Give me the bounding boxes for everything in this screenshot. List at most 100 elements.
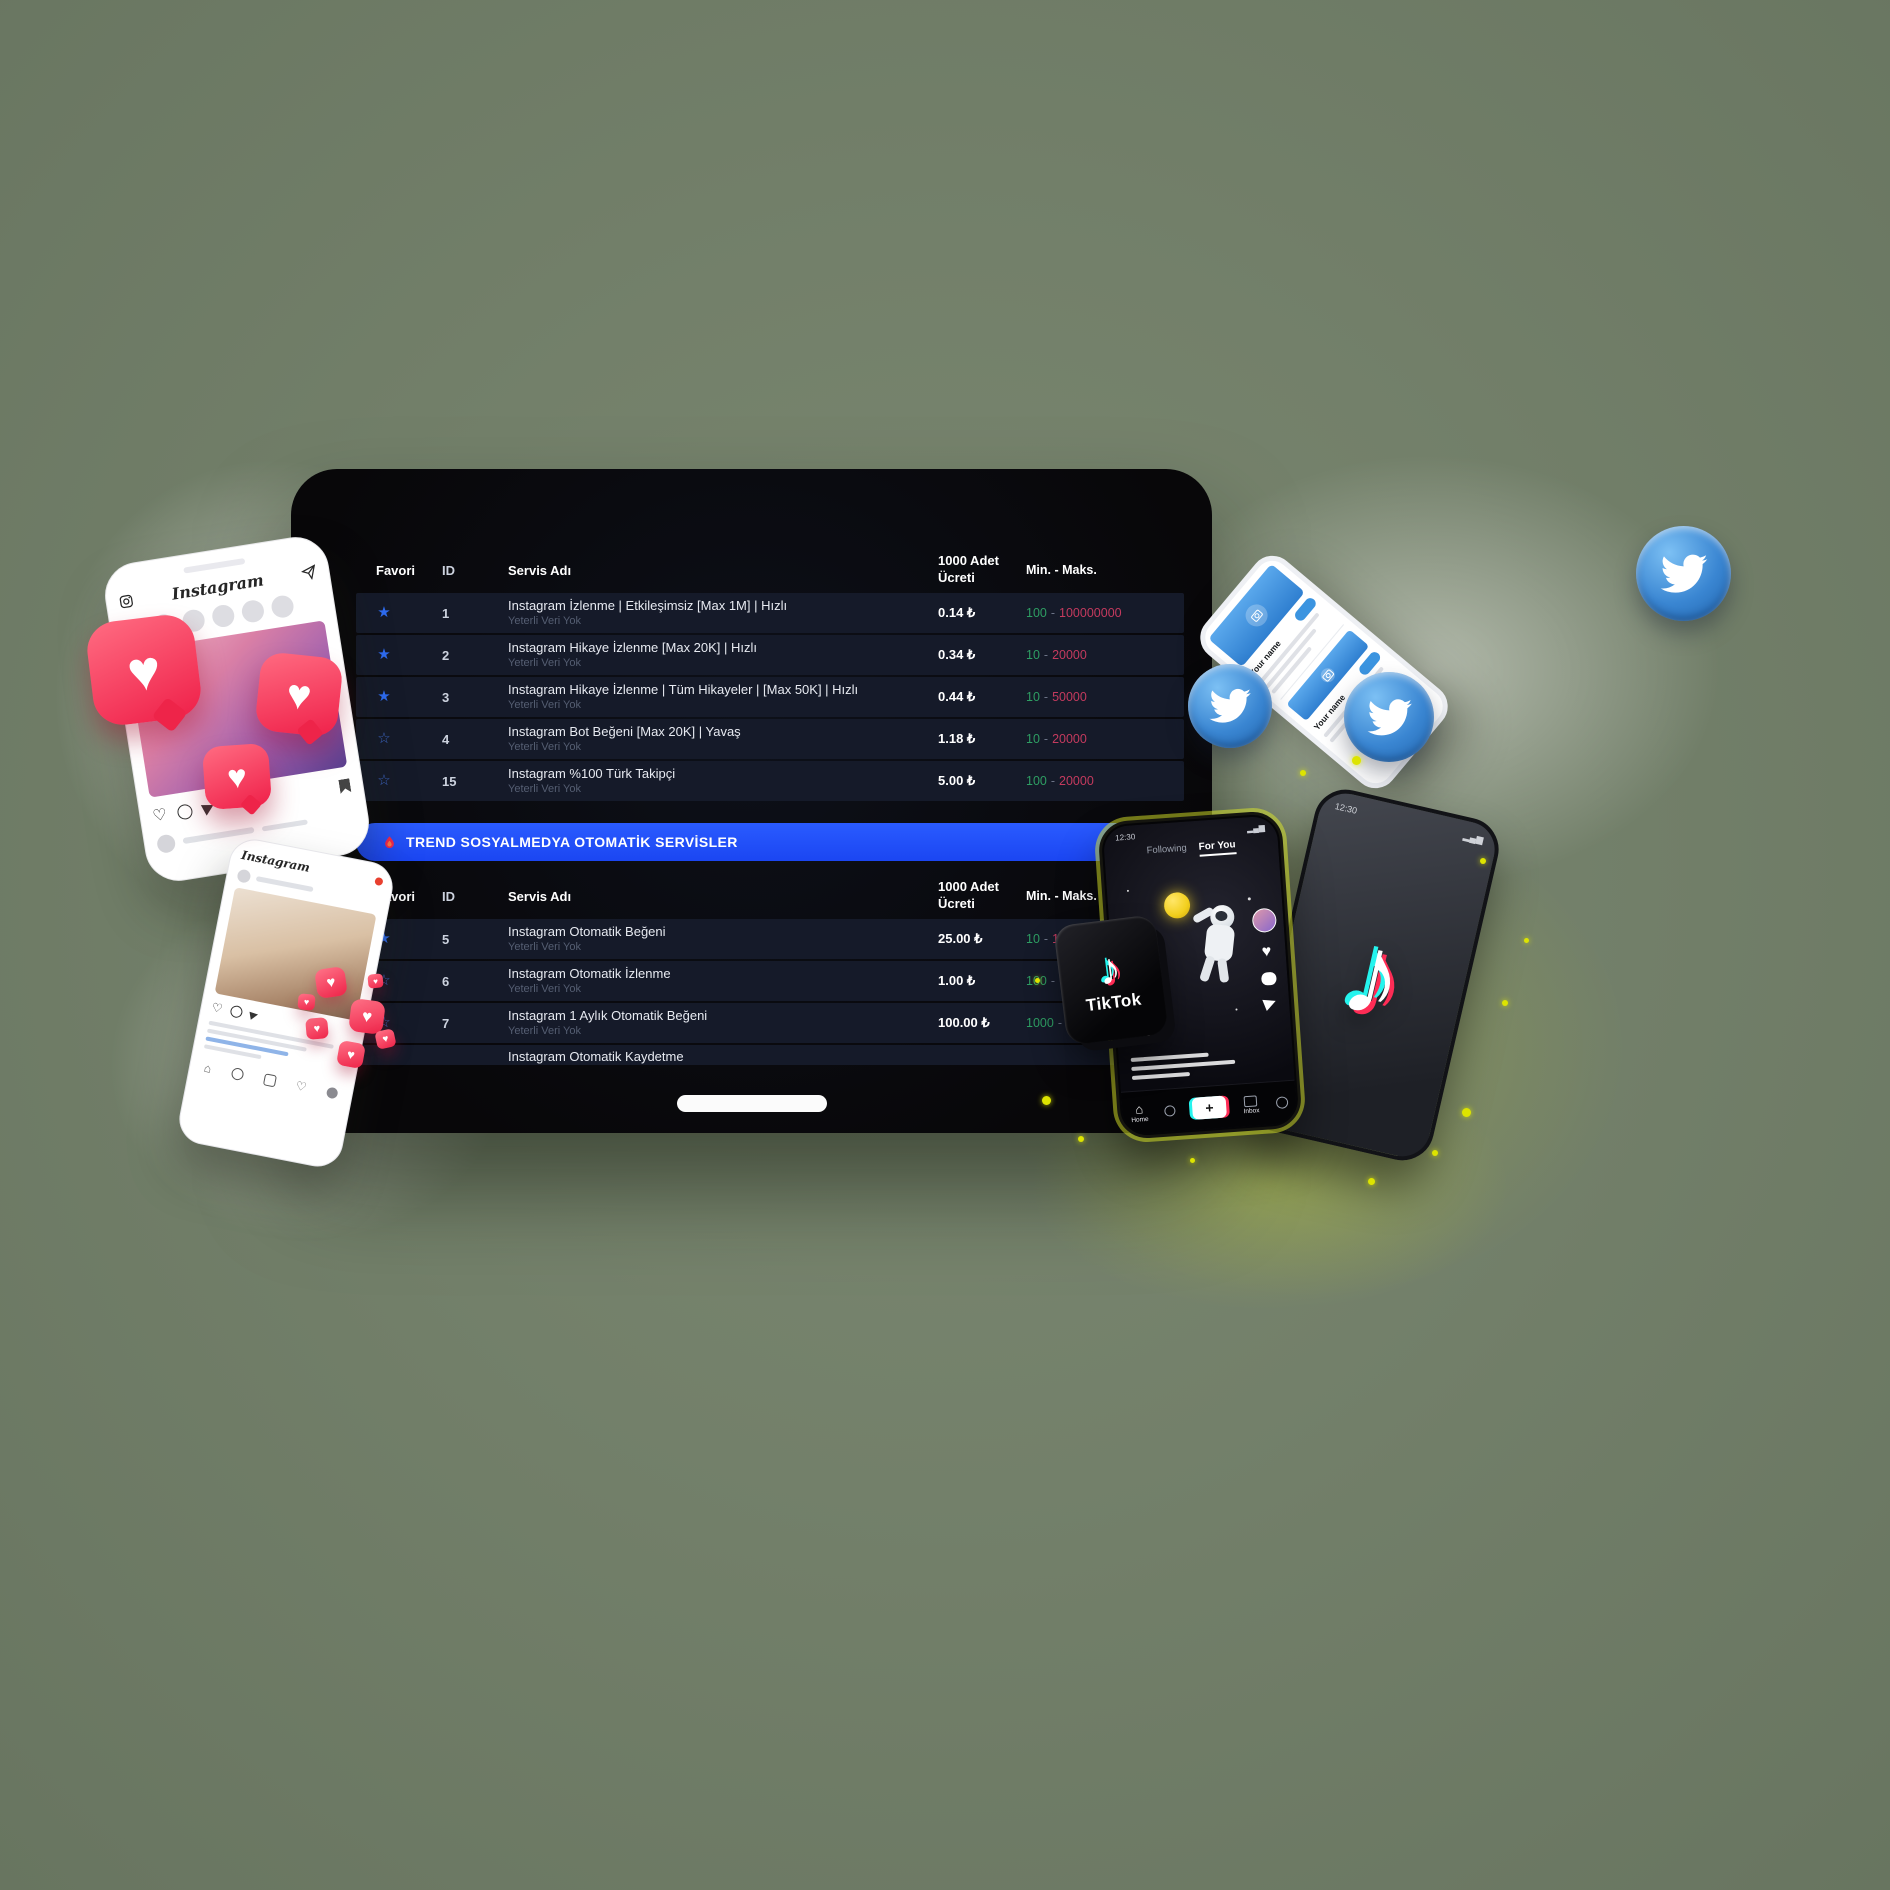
notification-dot [374, 876, 384, 887]
favorite-star-icon[interactable]: ★ [377, 604, 391, 621]
twitter-icon [1344, 672, 1434, 762]
comment-icon [176, 802, 194, 820]
tweet-card: Your name [1280, 624, 1396, 743]
service-minmax: 10-50000 [1026, 690, 1184, 704]
max-value: 20000 [1052, 648, 1087, 662]
tiktok-note-icon: ♪ [1095, 943, 1124, 995]
like-icon: ♥ [1261, 942, 1272, 961]
service-note: Yeterli Veri Yok [508, 983, 581, 996]
table-header: Favori ID Servis Adı 1000 Adet Ücreti Mi… [356, 873, 1184, 919]
service-row[interactable]: ★ 3 Instagram Hikaye İzlenme | Tüm Hikay… [356, 677, 1184, 717]
column-favori: Favori [376, 562, 416, 578]
service-id: 7 [442, 1015, 450, 1031]
service-name: Instagram Bot Beğeni [Max 20K] | Yavaş [508, 723, 741, 739]
like-notification-bubble: ♥ [201, 742, 273, 811]
profile-banner [1286, 629, 1370, 722]
sparkle-dot [1190, 1158, 1195, 1163]
favorite-star-icon[interactable]: ☆ [377, 730, 391, 747]
tiktok-label: TikTok [1084, 989, 1143, 1015]
service-price: 1.00 ₺ [938, 973, 976, 988]
username-bar [255, 876, 314, 893]
minmax-separator: - [1043, 732, 1049, 746]
heart-icon: ♥ [225, 756, 249, 796]
service-name: Instagram Otomatik İzlenme [508, 965, 671, 981]
service-name: Instagram 1 Aylık Otomatik Beğeni [508, 1007, 708, 1023]
caption-bar [261, 818, 308, 832]
comment-icon [229, 1004, 244, 1019]
min-value: 100 [1026, 606, 1047, 620]
service-id: 4 [442, 731, 450, 747]
services-table-1: Favori ID Servis Adı 1000 Adet Ücreti Mi… [356, 547, 1184, 801]
inbox-icon [1243, 1094, 1258, 1107]
service-row-partial[interactable]: Instagram Otomatik Kaydetme [356, 1045, 1184, 1065]
service-row[interactable]: ☆ 6 Instagram Otomatik İzlenme Yeterli V… [356, 961, 1184, 1001]
column-minmax: Min. - Maks. [1026, 563, 1097, 577]
instagram-logo: Instagram [170, 570, 265, 604]
profile-banner [1208, 563, 1305, 668]
service-minmax: 10-20000 [1026, 648, 1184, 662]
share-icon [1262, 995, 1278, 1011]
service-price: 0.14 ₺ [938, 605, 976, 620]
nav-home-label: Home [1131, 1115, 1149, 1124]
max-value: 50000 [1052, 690, 1087, 704]
create-button: + [1191, 1095, 1228, 1120]
service-price: 100.00 ₺ [938, 1015, 990, 1030]
service-minmax: 100-100000000 [1026, 606, 1184, 620]
favorite-star-icon[interactable]: ☆ [377, 972, 391, 989]
camera-icon [1241, 599, 1273, 631]
service-minmax: 10-20000 [1026, 732, 1184, 746]
favorite-star-icon[interactable]: ★ [377, 688, 391, 705]
phone-speaker [183, 557, 246, 574]
add-post-icon [262, 1073, 277, 1088]
service-id: 3 [442, 689, 450, 705]
service-name: Instagram Otomatik Beğeni [508, 923, 666, 939]
service-minmax: 1000- [1026, 1016, 1184, 1030]
min-value: 1000 [1026, 1016, 1054, 1030]
min-value: 100 [1026, 974, 1047, 988]
sparkle-dot [1078, 1136, 1084, 1142]
sparkle-dot [1502, 1000, 1508, 1006]
sparkle-dot [1462, 1108, 1471, 1117]
column-id: ID [442, 888, 455, 904]
min-value: 10 [1026, 932, 1040, 946]
service-row[interactable]: ★ 2 Instagram Hikaye İzlenme [Max 20K] |… [356, 635, 1184, 675]
search-icon [230, 1067, 245, 1082]
column-price-line2: Ücreti [938, 570, 975, 585]
like-icon: ♡ [210, 1000, 224, 1016]
favorite-star-icon[interactable]: ★ [377, 646, 391, 663]
table-header: Favori ID Servis Adı 1000 Adet Ücreti Mi… [356, 547, 1184, 593]
favorite-star-icon[interactable]: ☆ [377, 1014, 391, 1031]
tab-for-you: For You [1198, 839, 1237, 857]
favorite-star-icon[interactable]: ☆ [377, 772, 391, 789]
avatar [236, 868, 252, 884]
minmax-separator: - [1043, 932, 1049, 946]
service-note: Yeterli Veri Yok [508, 783, 581, 796]
star-dot [1247, 897, 1251, 901]
story-avatar [240, 598, 266, 624]
nav-inbox-label: Inbox [1243, 1106, 1260, 1115]
column-price-line2: Ücreti [938, 896, 975, 911]
service-price: 1.18 ₺ [938, 731, 976, 746]
column-service: Servis Adı [508, 888, 572, 904]
service-row[interactable]: ★ 1 Instagram İzlenme | Etkileşimsiz [Ma… [356, 593, 1184, 633]
share-icon [249, 1010, 259, 1020]
sparkle-dot [1368, 1178, 1375, 1185]
like-icon: ♡ [151, 806, 169, 826]
sparkle-dot [1300, 770, 1306, 776]
minmax-separator: - [1050, 974, 1056, 988]
service-note: Yeterli Veri Yok [508, 941, 581, 954]
status-icons: ▂▄▆ [1246, 823, 1266, 834]
profile-icon [1275, 1096, 1289, 1110]
service-row[interactable]: ☆ 15 Instagram %100 Türk Takipçi Yeterli… [356, 761, 1184, 801]
minmax-separator: - [1050, 774, 1056, 788]
home-icon: ⌂ [202, 1060, 213, 1076]
star-dot [1235, 1008, 1238, 1011]
profile-icon [325, 1086, 339, 1099]
service-row[interactable]: ☆ 4 Instagram Bot Beğeni [Max 20K] | Yav… [356, 719, 1184, 759]
service-row[interactable]: ☆ 7 Instagram 1 Aylık Otomatik Beğeni Ye… [356, 1003, 1184, 1043]
service-price: 25.00 ₺ [938, 931, 983, 946]
column-service: Servis Adı [508, 562, 572, 578]
column-minmax: Min. - Maks. [1026, 889, 1097, 903]
max-value: 20000 [1052, 732, 1087, 746]
